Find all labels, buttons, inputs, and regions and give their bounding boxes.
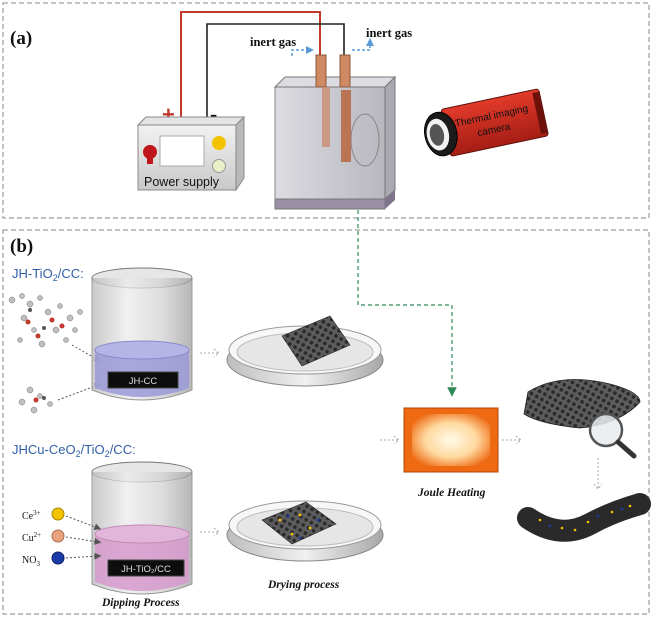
red-knob — [143, 145, 157, 159]
ion-cu: Cu2+ — [22, 531, 41, 544]
connector-arrow — [357, 210, 457, 397]
inert-gas-out-label: inert gas — [366, 26, 412, 40]
petri-dish-1 — [226, 315, 384, 387]
arrow-down-fiber — [593, 458, 603, 490]
thermal-imaging-camera: Thermal imaging camera — [424, 88, 549, 157]
petri-dish-2 — [226, 500, 384, 562]
ion-ce: Ce3+ — [22, 509, 41, 522]
power-supply-label: Power supply — [144, 175, 220, 189]
arrow-from-heater — [502, 435, 522, 445]
arrow-beaker1-dish1 — [200, 348, 220, 358]
precursor-molecules — [8, 293, 83, 414]
beaker1-label: JH-CC — [129, 376, 158, 387]
yellow-knob — [212, 136, 226, 150]
carbon-cloth-sheet — [523, 379, 641, 429]
panel-b-frame — [2, 229, 650, 615]
sample2-title: JHCu-CeO2/TiO2/CC: — [12, 442, 136, 459]
minus-sign: - — [210, 102, 217, 127]
drying-label: Drying process — [267, 579, 340, 591]
inert-gas-in-label: inert gas — [250, 35, 296, 49]
positive-wire — [180, 11, 321, 118]
light-knob — [212, 159, 226, 173]
carbon-cloth-2 — [261, 501, 337, 545]
arrow-to-heater — [380, 435, 400, 445]
sample1-title: JH-TiO2/CC: — [12, 266, 84, 283]
carbon-cloth-1 — [281, 315, 351, 367]
power-supply: Power supply — [136, 115, 246, 192]
panel-b-label: (b) — [10, 236, 33, 257]
panel-a-frame — [2, 2, 650, 219]
magnifier-icon — [588, 412, 637, 459]
joule-heating-label: Joule Heating — [417, 487, 486, 499]
ion-legend: Ce3+ Cu2+ NO3 — [22, 507, 102, 568]
dipping-label: Dipping Process — [101, 597, 180, 609]
negative-wire — [206, 23, 345, 118]
joule-heater — [403, 407, 499, 473]
carbon-fiber — [517, 493, 651, 542]
beaker2-label: JH-TiO₂/CC — [121, 564, 171, 575]
panel-a-label: (a) — [10, 28, 32, 49]
beaker-1: JH-CC — [91, 267, 193, 401]
arrow-beaker2-dish2 — [200, 527, 220, 537]
ion-no3: NO3 — [22, 555, 40, 568]
electrochemical-cell — [273, 38, 397, 210]
beaker-2: JH-TiO₂/CC — [91, 461, 193, 595]
